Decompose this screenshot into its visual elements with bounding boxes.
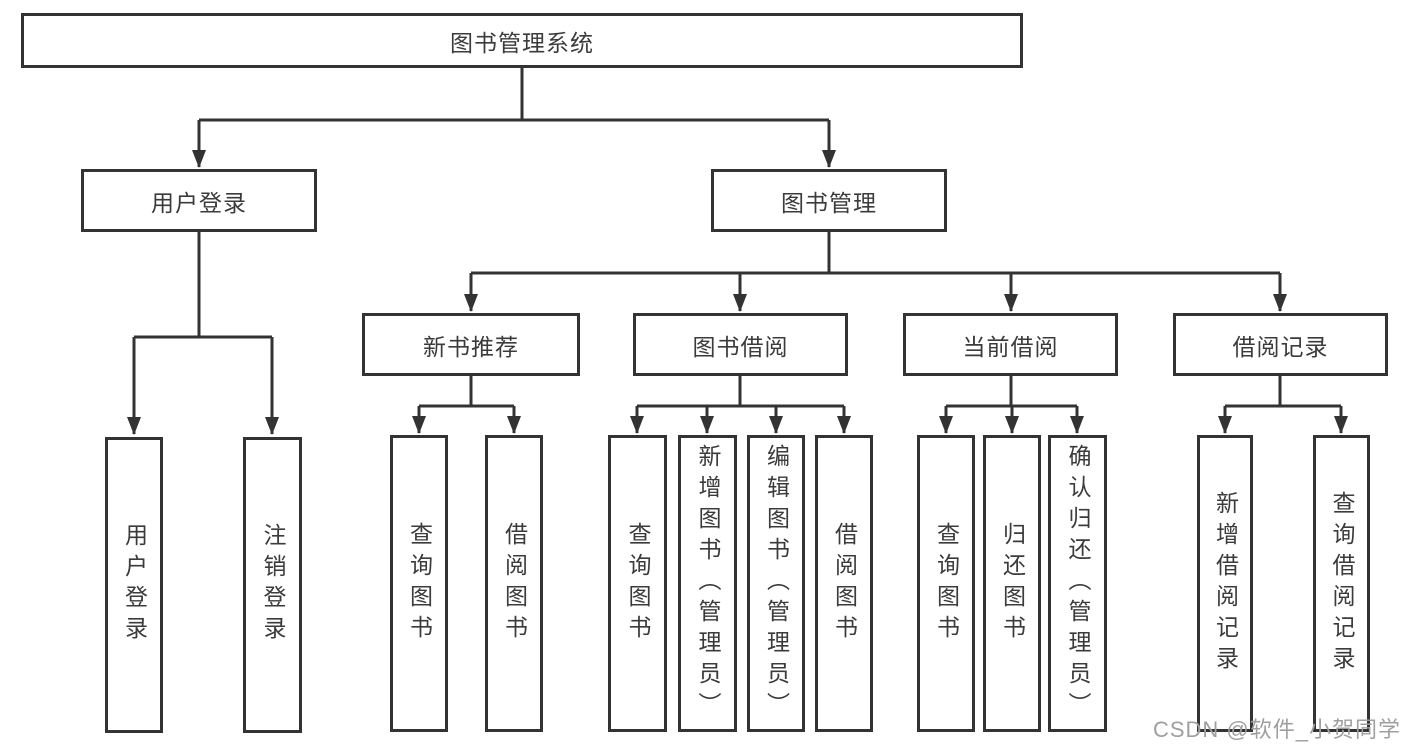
node-label: 借阅图书 — [831, 521, 858, 646]
node-book-management: 图书管理 — [711, 169, 947, 232]
node-label: 查询图书 — [933, 521, 960, 646]
node-bb-query-book: 查询图书 — [608, 435, 667, 732]
node-cb-confirm-return: 确认归还（管理员） — [1048, 435, 1107, 732]
node-br-add-record: 新增借阅记录 — [1197, 435, 1253, 732]
node-label: 查询图书 — [406, 521, 433, 646]
node-root: 图书管理系统 — [21, 13, 1023, 68]
node-book-borrow: 图书借阅 — [633, 313, 848, 376]
node-new-book-recommend: 新书推荐 — [362, 313, 580, 376]
node-label: 用户登录 — [121, 523, 148, 647]
node-bb-edit-book: 编辑图书（管理员） — [747, 435, 805, 732]
node-bb-add-book: 新增图书（管理员） — [678, 435, 737, 732]
node-login-leaf: 用户登录 — [105, 437, 163, 733]
node-nbr-borrow-book: 借阅图书 — [485, 435, 543, 732]
node-label: 新增图书（管理员） — [695, 444, 721, 723]
node-current-borrow: 当前借阅 — [903, 313, 1118, 376]
node-nbr-query-book: 查询图书 — [390, 435, 448, 732]
node-label: 查询借阅记录 — [1329, 490, 1355, 677]
node-label: 注销登录 — [260, 523, 286, 647]
node-cb-return-book: 归还图书 — [983, 435, 1041, 732]
node-user-login: 用户登录 — [81, 169, 317, 232]
node-label: 确认归还（管理员） — [1065, 444, 1091, 723]
node-bb-borrow-book: 借阅图书 — [815, 435, 873, 732]
watermark: CSDN @软件_小贺同学 — [1152, 717, 1401, 742]
node-cb-query-book: 查询图书 — [917, 435, 975, 732]
node-borrow-record: 借阅记录 — [1173, 313, 1388, 376]
node-label: 新增借阅记录 — [1212, 490, 1239, 677]
node-br-query-record: 查询借阅记录 — [1313, 435, 1370, 732]
node-logout-leaf: 注销登录 — [243, 437, 302, 733]
node-label: 借阅图书 — [501, 521, 528, 646]
node-label: 编辑图书（管理员） — [763, 444, 790, 723]
node-label: 归还图书 — [999, 521, 1026, 646]
node-label: 查询图书 — [625, 521, 651, 646]
